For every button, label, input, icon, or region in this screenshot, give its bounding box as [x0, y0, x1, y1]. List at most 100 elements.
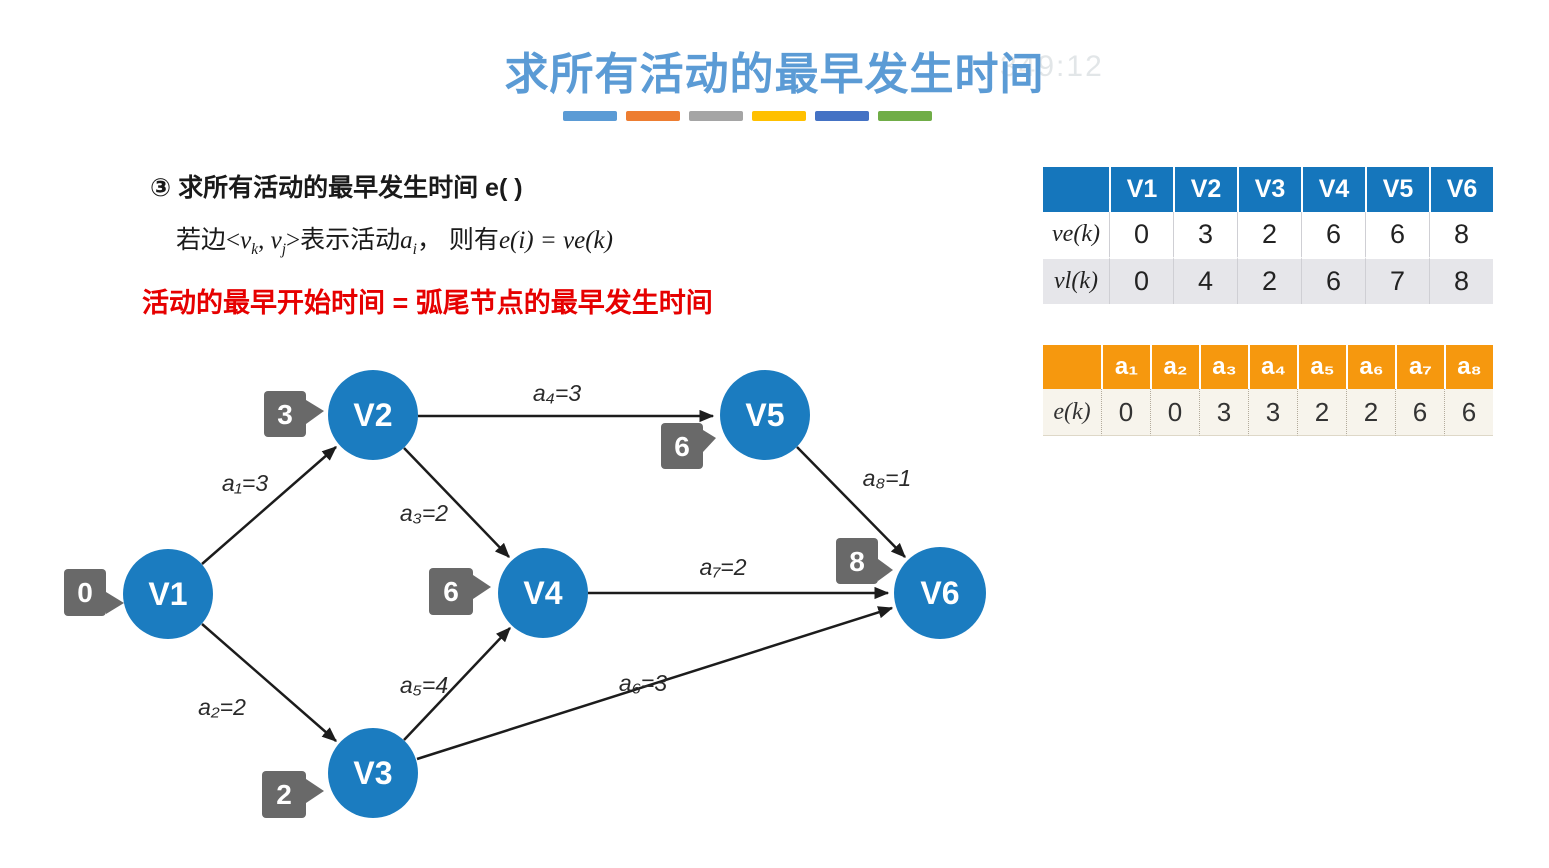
ve-cell: 2 — [1237, 212, 1301, 257]
node-label-v4: V4 — [523, 575, 562, 611]
col-header-a6: a₆ — [1346, 345, 1395, 389]
node-v5 — [720, 370, 810, 460]
edge-label-a5: a₅=4 — [400, 672, 448, 698]
col-header-a1: a₁ — [1101, 345, 1150, 389]
formula-vk-sub: k — [251, 241, 259, 258]
edge-label-a1: a₁=3 — [222, 470, 268, 496]
ve-row-label: ve(k) — [1043, 212, 1109, 257]
e-cell: 0 — [1150, 389, 1199, 436]
page-title: 求所有活动的最早发生时间 — [504, 50, 1045, 99]
node-v3 — [328, 728, 418, 818]
vl-cell: 2 — [1237, 257, 1301, 304]
col-header-a3: a₃ — [1199, 345, 1248, 389]
edge-label-a7: a₇=2 — [699, 554, 746, 580]
ve-badge-v6-value: 8 — [849, 546, 865, 577]
edge-label-a8: a₈=1 — [863, 465, 912, 491]
edge-a1 — [201, 446, 337, 565]
col-header-v3: V3 — [1237, 167, 1301, 212]
e-row: e(k) 0 0 3 3 2 2 6 6 — [1043, 389, 1493, 436]
red-annotation: 活动的最早开始时间 = 弧尾节点的最早发生时间 — [142, 288, 713, 318]
node-label-v6: V6 — [920, 575, 959, 611]
edge-label-a6: a₆=3 — [619, 670, 667, 696]
col-header-a8: a₈ — [1444, 345, 1493, 389]
formula-vj-sub: j — [281, 241, 287, 258]
ve-badge-v1: 0 — [64, 569, 124, 616]
title-underline-bars — [563, 111, 932, 121]
edge-a2 — [201, 623, 337, 742]
formula-ai-sub: i — [412, 241, 417, 258]
edge-a5 — [403, 627, 511, 741]
ve-badge-v3: 2 — [262, 771, 324, 818]
ve-cell: 3 — [1173, 212, 1237, 257]
ve-cell: 8 — [1429, 212, 1493, 257]
vl-cell: 8 — [1429, 257, 1493, 304]
ve-cell: 6 — [1365, 212, 1429, 257]
node-label-v5: V5 — [745, 397, 784, 433]
edge-label-a2: a₂=2 — [198, 694, 246, 720]
col-header-a7: a₇ — [1395, 345, 1444, 389]
e-cell: 2 — [1346, 389, 1395, 436]
formula-comma: , — [258, 227, 271, 254]
ve-vl-header-row: V1 V2 V3 V4 V5 V6 — [1043, 167, 1493, 212]
col-header-v5: V5 — [1365, 167, 1429, 212]
formula-line: 若边<vk, vj>表示活动ai， 则有e(i) = ve(k) — [176, 220, 613, 259]
edge-label-a3: a₃=2 — [400, 500, 448, 526]
node-label-v3: V3 — [353, 755, 392, 791]
edge-a8 — [796, 446, 906, 558]
edge-a3 — [403, 447, 510, 558]
title-bar — [878, 111, 932, 121]
col-header-a5: a₅ — [1297, 345, 1346, 389]
e-table: a₁ a₂ a₃ a₄ a₅ a₆ a₇ a₈ e(k) 0 0 3 3 2 2… — [1043, 345, 1493, 436]
formula-vk: v — [240, 227, 252, 254]
formula-then: ， 则有 — [416, 226, 499, 254]
ve-vl-table: V1 V2 V3 V4 V5 V6 ve(k) 0 3 2 6 6 8 vl(k… — [1043, 167, 1493, 304]
ve-row: ve(k) 0 3 2 6 6 8 — [1043, 212, 1493, 257]
vl-row-label: vl(k) — [1043, 257, 1109, 304]
vl-row: vl(k) 0 4 2 6 7 8 — [1043, 257, 1493, 304]
title-bar — [752, 111, 806, 121]
ve-cell: 0 — [1109, 212, 1173, 257]
e-cell: 6 — [1395, 389, 1444, 436]
edge-a6 — [416, 606, 894, 761]
e-cell: 2 — [1297, 389, 1346, 436]
timestamp-watermark: 349:12 — [1000, 50, 1104, 83]
node-label-v2: V2 — [353, 397, 392, 433]
node-v6 — [894, 547, 986, 639]
title-bar — [689, 111, 743, 121]
e-row-label: e(k) — [1043, 389, 1101, 436]
vl-cell: 0 — [1109, 257, 1173, 304]
node-v2 — [328, 370, 418, 460]
e-header-row: a₁ a₂ a₃ a₄ a₅ a₆ a₇ a₈ — [1043, 345, 1493, 389]
ve-badge-v1-value: 0 — [77, 577, 93, 608]
e-cell: 6 — [1444, 389, 1493, 436]
title-bar — [563, 111, 617, 121]
corner-cell — [1043, 167, 1109, 212]
title-bar — [626, 111, 680, 121]
ve-badge-v6: 8 — [836, 538, 893, 584]
section-heading: ③ 求所有活动的最早发生时间 e( ) — [150, 174, 523, 202]
node-label-v1: V1 — [148, 576, 187, 612]
ve-cell: 6 — [1301, 212, 1365, 257]
formula-vj: v — [270, 227, 282, 254]
ve-badge-v5-value: 6 — [674, 431, 690, 462]
col-header-a4: a₄ — [1248, 345, 1297, 389]
ve-badge-v2-value: 3 — [277, 399, 293, 430]
node-v4 — [498, 548, 588, 638]
vl-cell: 4 — [1173, 257, 1237, 304]
vl-cell: 7 — [1365, 257, 1429, 304]
col-header-v1: V1 — [1109, 167, 1173, 212]
ve-badge-v4: 6 — [429, 568, 491, 615]
col-header-a2: a₂ — [1150, 345, 1199, 389]
ve-badge-v3-value: 2 — [276, 779, 292, 810]
formula-ai: a — [400, 227, 413, 254]
col-header-v6: V6 — [1429, 167, 1493, 212]
formula-result: e(i) = ve(k) — [498, 227, 613, 254]
formula-pre: 若边 — [176, 226, 227, 254]
e-cell: 0 — [1101, 389, 1150, 436]
title-bar — [815, 111, 869, 121]
e-cell: 3 — [1199, 389, 1248, 436]
col-header-v4: V4 — [1301, 167, 1365, 212]
e-cell: 3 — [1248, 389, 1297, 436]
